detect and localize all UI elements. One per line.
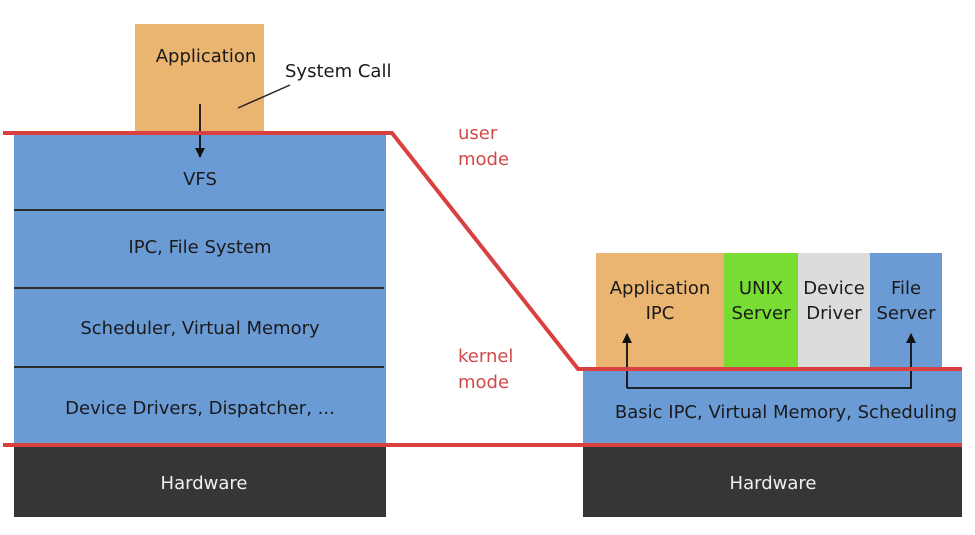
user-mode-label: user [458,123,498,144]
unix-server-label: Server [731,303,791,324]
ipc-message-arrow [627,333,916,389]
monolithic-hardware-box [14,446,386,517]
kernel-mode-label: mode [458,372,509,393]
kernel-mode-label: kernel [458,346,513,367]
ipc-file-system-label: IPC, File System [128,237,271,258]
system-call-pointer [237,84,291,109]
vfs-label: VFS [183,169,217,190]
unix-server-label: UNIX [739,278,783,299]
device-drivers-dispatcher-label: Device Drivers, Dispatcher, ... [65,398,335,419]
monolithic-hardware-label: Hardware [161,473,248,494]
user-mode-label: mode [458,149,509,170]
mode-boundaries: user mode kernel mode [3,123,962,447]
microkernel-hardware-box [583,446,962,517]
application-ipc-label: IPC [646,303,675,324]
file-server-label: Server [876,303,936,324]
microkernel-hardware-label: Hardware [730,473,817,494]
device-driver-box [798,253,870,371]
file-server-box [870,253,942,371]
file-server-label: File [891,278,921,299]
microkernel-stack: Application IPC UNIX Server Device Drive… [583,253,962,517]
application-ipc-label: Application [610,278,711,299]
microkernel-box [583,371,962,444]
device-driver-label: Device [803,278,865,299]
monolithic-kernel-stack: Application System Call VFS IPC, File Sy… [14,24,391,517]
application-ipc-box [596,253,724,371]
application-label: Application [156,46,257,67]
scheduler-virtual-memory-label: Scheduler, Virtual Memory [80,318,320,339]
device-driver-label: Driver [806,303,862,324]
system-call-label: System Call [285,61,391,82]
user-kernel-boundary-line [3,131,962,371]
unix-server-box [724,253,798,371]
basic-ipc-vm-scheduling-label: Basic IPC, Virtual Memory, Scheduling [615,402,957,423]
